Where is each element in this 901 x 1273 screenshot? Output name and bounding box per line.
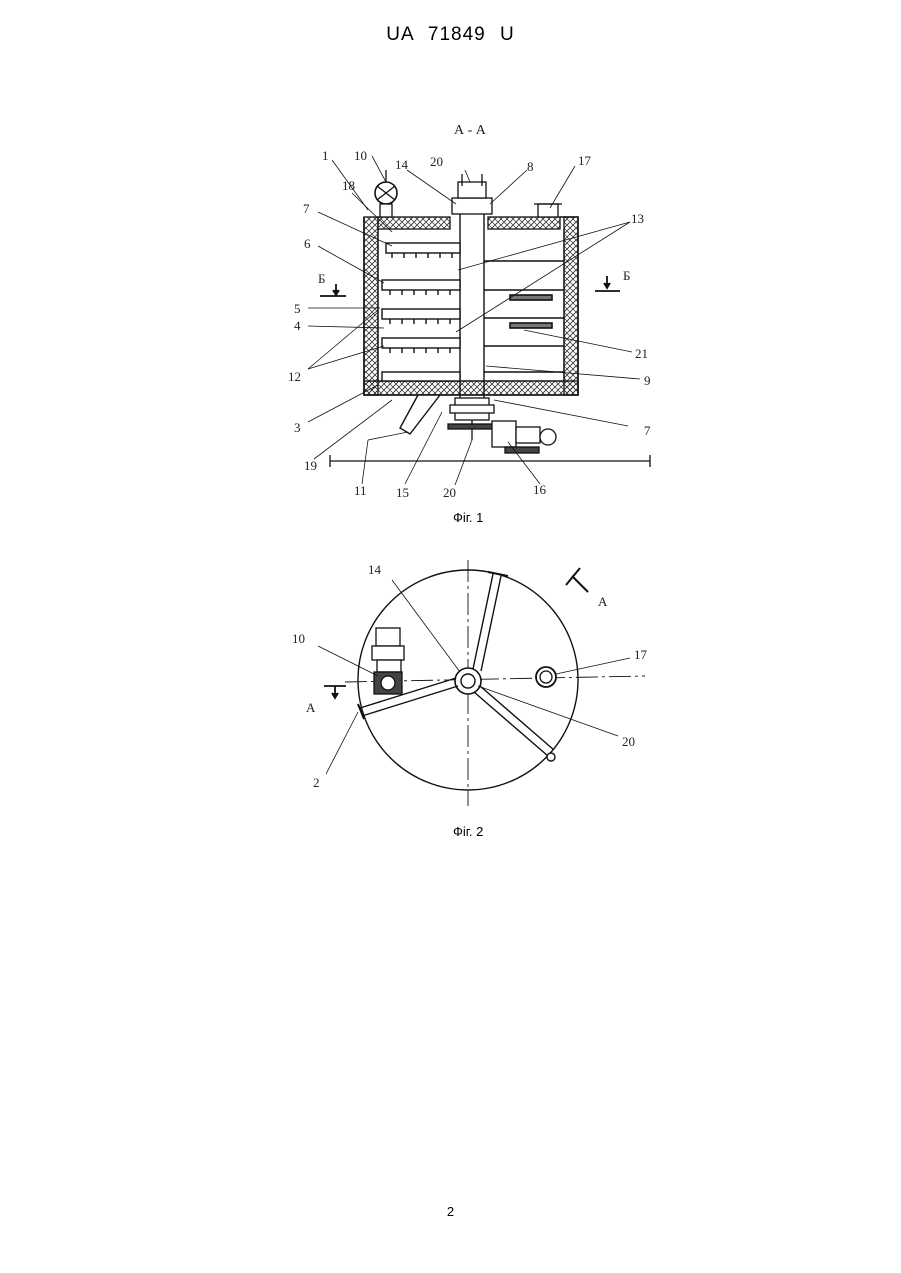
label-7-bottom: 7 <box>644 423 651 438</box>
label-4: 4 <box>294 318 301 333</box>
figure-1-caption: Фіг. 1 <box>453 510 483 525</box>
label-1: 1 <box>322 148 329 163</box>
label-10: 10 <box>354 148 367 163</box>
label-19: 19 <box>304 458 317 473</box>
label-20-top: 20 <box>430 154 443 169</box>
fig2-label-17: 17 <box>634 647 648 662</box>
label-20-bottom: 20 <box>443 485 456 500</box>
label-b-left: Б <box>318 271 325 286</box>
label-18: 18 <box>342 178 355 193</box>
section-marker-a-left <box>324 686 346 698</box>
label-3: 3 <box>294 420 301 435</box>
figure-2-caption: Фіг. 2 <box>453 824 483 839</box>
label-13: 13 <box>631 211 644 226</box>
label-16: 16 <box>533 482 547 497</box>
label-14: 14 <box>395 157 409 172</box>
label-9: 9 <box>644 373 651 388</box>
label-11: 11 <box>354 483 367 498</box>
central-shaft <box>460 210 484 400</box>
label-6: 6 <box>304 236 311 251</box>
vent-plan <box>536 667 556 687</box>
shaft-hub-top <box>452 198 492 214</box>
fig2-label-2: 2 <box>313 775 320 790</box>
central-hub <box>455 668 481 694</box>
lid-insulation-right <box>488 217 560 229</box>
label-8: 8 <box>527 159 534 174</box>
fig2-label-20: 20 <box>622 734 635 749</box>
rotating-arms <box>484 261 564 372</box>
label-12: 12 <box>288 369 301 384</box>
fig2-label-14: 14 <box>368 562 382 577</box>
figure-2-plan-drawing <box>318 560 645 806</box>
loading-valve-plan <box>372 628 404 694</box>
fig2-label-a-top: А <box>598 594 608 609</box>
label-b-right: Б <box>623 268 630 283</box>
figure-1-section-drawing <box>308 156 650 485</box>
drying-trays <box>382 243 460 381</box>
label-5: 5 <box>294 301 301 316</box>
label-21: 21 <box>635 346 648 361</box>
label-7-top: 7 <box>303 201 310 216</box>
page-number: 2 <box>0 1204 901 1219</box>
drive-unit <box>492 421 556 453</box>
section-marker-b-right <box>595 276 620 291</box>
label-15: 15 <box>396 485 409 500</box>
bottom-insulation <box>364 381 578 395</box>
left-insulation <box>364 217 378 395</box>
section-label-a-a: А - А <box>454 123 487 138</box>
fig2-label-10: 10 <box>292 631 305 646</box>
section-marker-a-top <box>566 568 588 592</box>
lid-insulation <box>378 217 450 229</box>
fig2-label-a-left: А <box>306 700 316 715</box>
label-17: 17 <box>578 153 592 168</box>
vent-pipe <box>538 204 558 217</box>
right-insulation <box>564 217 578 395</box>
